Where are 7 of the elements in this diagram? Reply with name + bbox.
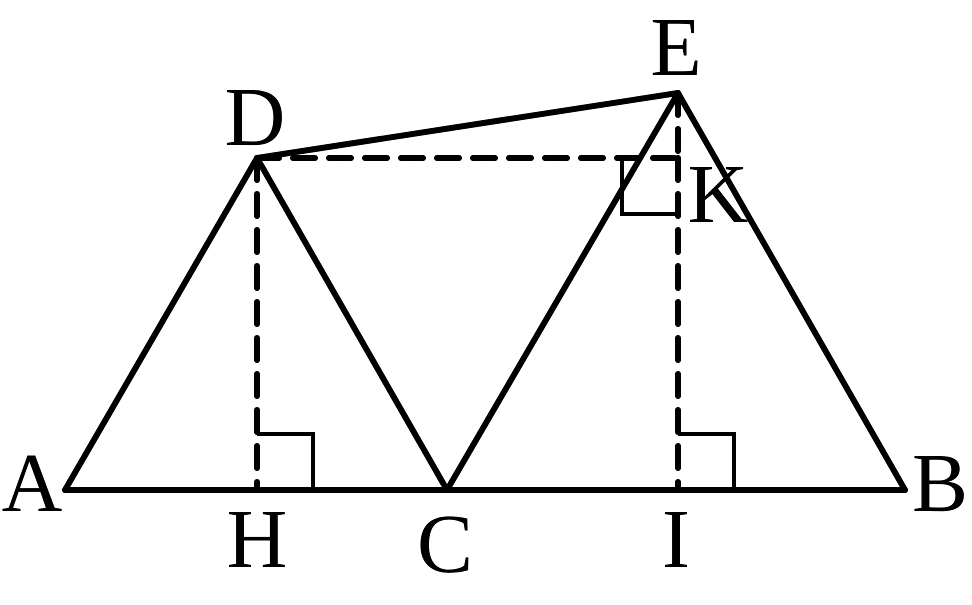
point-label: B	[912, 437, 968, 530]
point-label: C	[416, 498, 474, 591]
point-label: I	[662, 493, 690, 586]
point-label: E	[650, 1, 702, 94]
point-label: H	[226, 493, 288, 586]
point-label: D	[224, 71, 286, 164]
point-label: A	[2, 437, 62, 530]
